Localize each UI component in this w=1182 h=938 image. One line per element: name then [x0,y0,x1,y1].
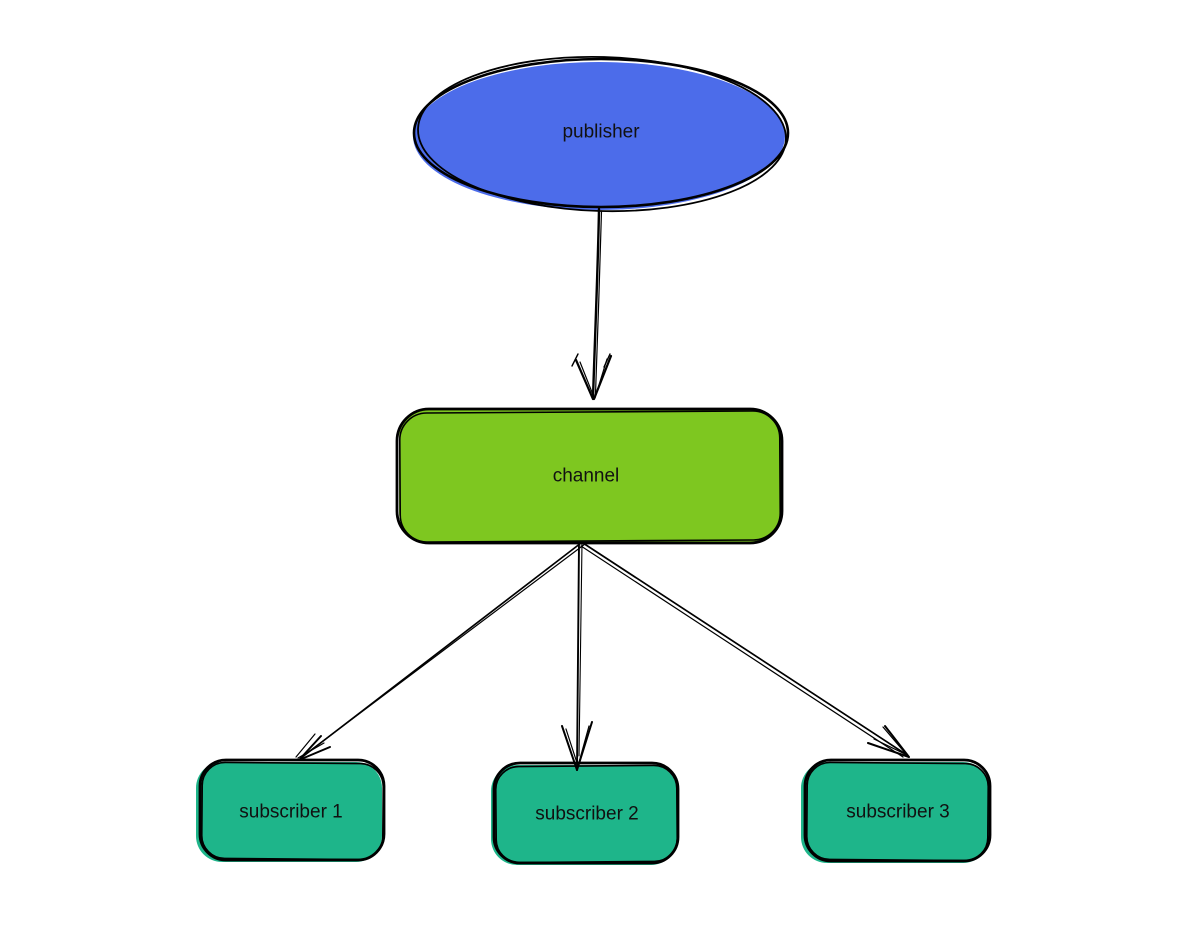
edge-channel-subscriber-3-line2 [580,545,904,758]
publisher-outline-pass1 [412,57,790,209]
publisher-shape [413,62,785,210]
node-publisher: publisher [412,55,790,213]
edge-channel-subscriber-2-line2 [578,542,583,757]
subscriber-3-outline [803,758,992,863]
channel-label: channel [553,466,620,487]
edge-publisher-channel-line2 [594,210,603,395]
subscriber-2-outline-pass2 [494,764,679,864]
channel-outline-pass2 [398,410,782,543]
edge-channel-subscriber-3-line [582,542,908,756]
channel-outline-pass1 [395,407,784,545]
subscriber-3-label: subscriber 3 [846,802,950,823]
edge-channel-subscriber-2-arrowhead2 [565,725,590,767]
subscriber-1-outline [198,758,386,862]
edge-channel-subscriber-3-arrowhead2 [873,726,908,756]
subscriber-3-outline-pass1 [803,758,992,863]
subscriber-1-label: subscriber 1 [239,802,343,823]
subscriber-2-outline-pass1 [492,761,680,865]
subscriber-1-outline-pass2 [200,761,385,861]
subscriber-1-outline-pass1 [198,758,386,862]
publisher-label: publisher [562,122,640,143]
edge-channel-subscriber-1-line2 [306,543,586,754]
node-subscriber-3: subscriber 3 [801,758,992,863]
subscriber-3-outline-pass2 [806,761,990,862]
subscriber-1-shape [196,762,382,862]
node-subscriber-1: subscriber 1 [196,758,386,862]
edge-channel-subscriber-2 [561,542,593,771]
edge-publisher-channel [571,207,613,401]
channel-outline [395,407,784,545]
edge-channel-subscriber-1 [295,542,586,761]
edge-channel-subscriber-1-arrowhead2 [295,733,325,759]
edge-channel-subscriber-2-line [576,542,580,771]
subscriber-2-shape [491,765,677,865]
edge-publisher-channel-line [591,207,601,400]
edge-publisher-channel-arrowhead-barbs [571,353,611,368]
node-channel: channel [395,407,784,545]
subscriber-2-label: subscriber 2 [535,804,639,825]
node-subscriber-2: subscriber 2 [491,761,680,865]
subscriber-2-outline [492,761,680,865]
edge-channel-subscriber-3 [580,542,910,758]
channel-shape [399,408,781,542]
subscriber-3-shape [801,762,989,863]
edge-channel-subscriber-3-arrowhead [867,725,910,758]
